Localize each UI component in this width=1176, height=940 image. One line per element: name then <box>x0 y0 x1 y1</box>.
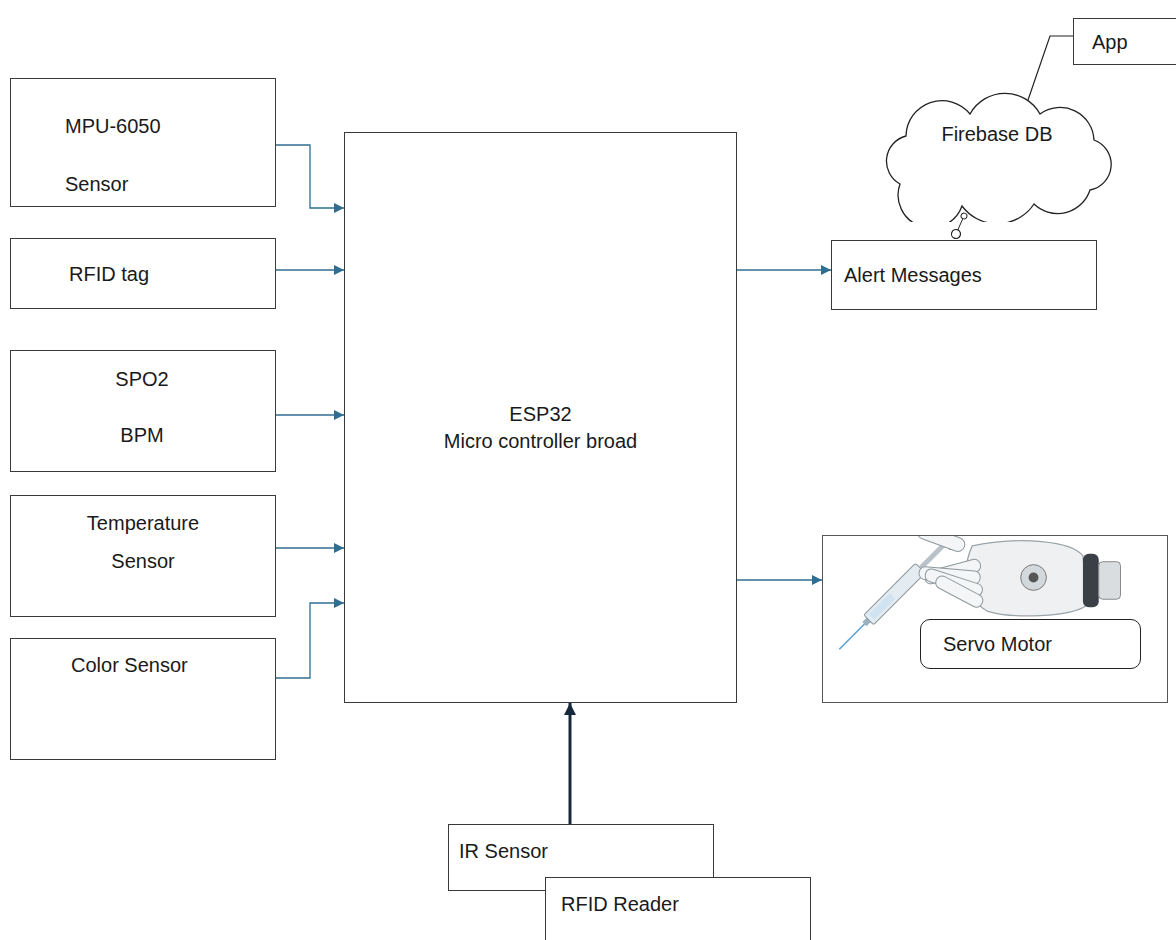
output-box: Alert Messages <box>831 240 1097 310</box>
servo-panel: Servo Motor <box>822 535 1168 703</box>
connector-arrow <box>276 145 344 208</box>
node-label: IR Sensor <box>459 839 548 863</box>
connector-arrow <box>1028 36 1073 100</box>
app-box: App <box>1073 18 1176 65</box>
connector-arrow <box>737 269 831 270</box>
connector-arrow <box>276 414 344 415</box>
connector-arrow <box>276 269 344 270</box>
node-label: Color Sensor <box>71 653 188 677</box>
sensor-box: MPU-6050 Sensor <box>10 78 276 207</box>
node-label: App <box>1092 30 1128 54</box>
node-label: ESP32 <box>509 401 571 428</box>
cloud-database: Firebase DB <box>858 88 1134 222</box>
node-label: Temperature Sensor <box>76 504 211 580</box>
node-label: Micro controller broad <box>444 428 637 455</box>
thought-bubble <box>956 216 964 234</box>
node-label: RFID tag <box>69 262 149 286</box>
connector-arrow <box>737 579 822 580</box>
connector-arrow <box>276 547 344 548</box>
connector-arrow <box>276 603 344 678</box>
servo-label: Servo Motor <box>920 619 1141 669</box>
sensor-box: RFID Reader <box>545 877 811 940</box>
cloud-outline <box>858 88 1134 222</box>
sensor-box: Color Sensor <box>10 638 276 760</box>
sensor-box: SPO2 BPM <box>10 350 276 472</box>
node-label: MPU-6050 Sensor <box>65 97 175 213</box>
connector-arrow <box>569 703 572 824</box>
node-label: SPO2 BPM <box>106 351 178 463</box>
controller-box: ESP32Micro controller broad <box>344 132 737 703</box>
node-label: Alert Messages <box>844 263 982 287</box>
node-label: Firebase DB <box>941 122 1052 146</box>
node-label: RFID Reader <box>561 892 679 916</box>
sensor-box: RFID tag <box>10 238 276 309</box>
sensor-box: Temperature Sensor <box>10 495 276 617</box>
